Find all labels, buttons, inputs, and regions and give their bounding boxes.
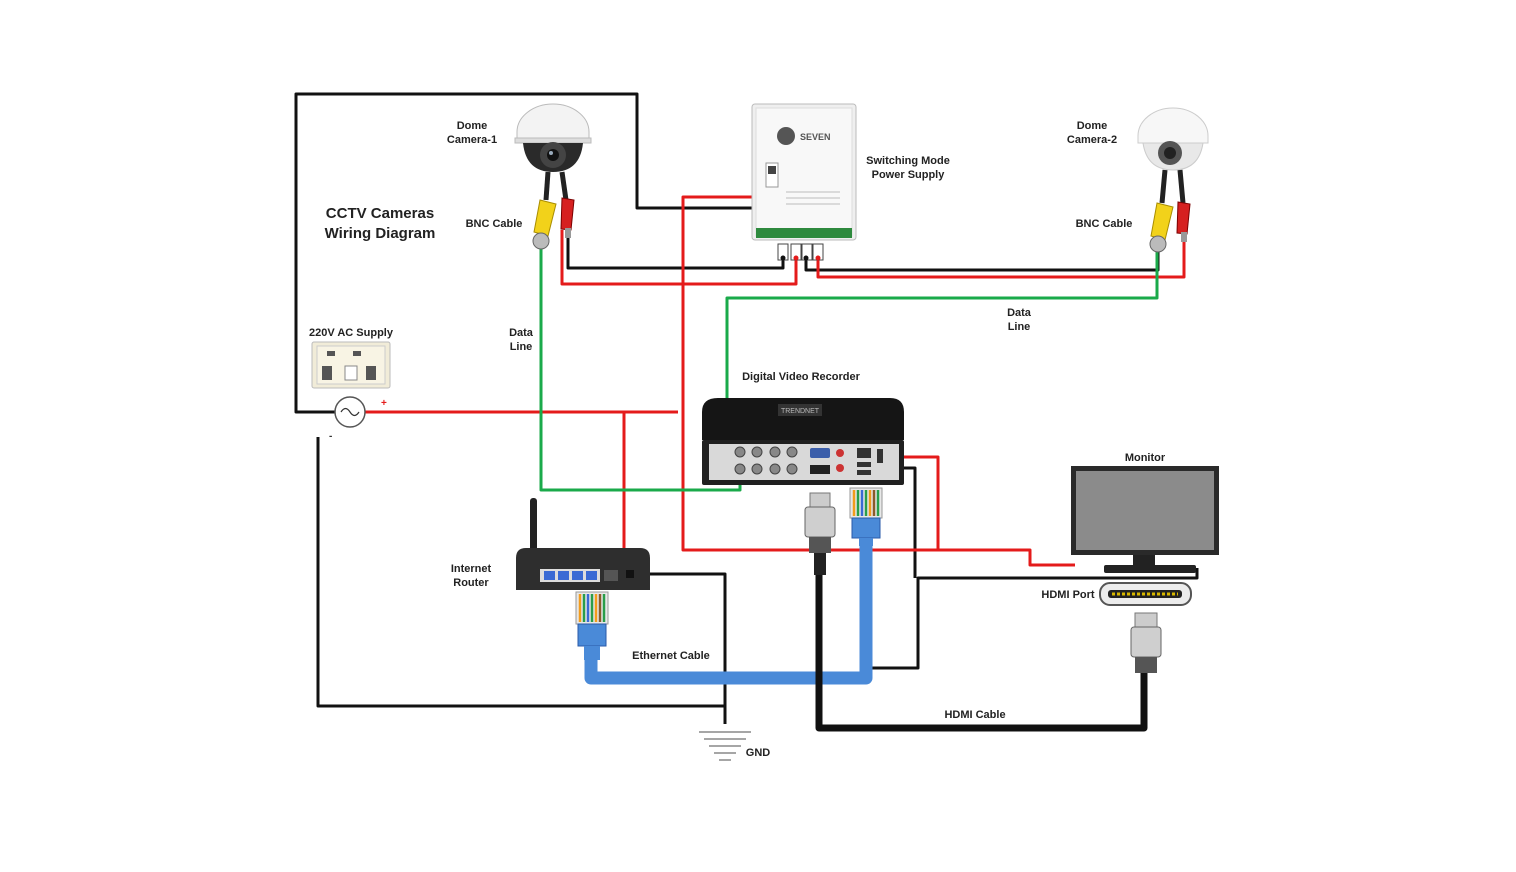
ac-plus-sign: + xyxy=(381,398,387,409)
ethernet-cable xyxy=(584,545,873,685)
bnc-cable-2-label: BNC Cable xyxy=(1075,218,1133,230)
dvr: TRENDNET xyxy=(702,398,904,485)
dome-camera-1-label: Dome Camera-1 xyxy=(446,120,498,146)
monitor-label: Monitor xyxy=(1124,452,1166,464)
wire-monitor-power xyxy=(872,568,1199,670)
wire-ac-to-psu xyxy=(294,92,752,414)
dome-camera-2 xyxy=(1137,107,1209,253)
bnc-cable-1-label: BNC Cable xyxy=(465,218,523,230)
dvr-label: Digital Video Recorder xyxy=(742,371,860,383)
ground-symbol xyxy=(699,731,751,761)
dvr-hdmi-plug xyxy=(804,492,836,575)
power-supply-label: Switching Mode Power Supply xyxy=(866,155,950,181)
router-label: Internet Router xyxy=(450,563,492,589)
dome-camera-1 xyxy=(514,103,592,250)
black-wires xyxy=(294,92,1199,724)
wire-cam2-power-pos xyxy=(816,240,1186,279)
power-supply: SEVEN xyxy=(751,103,857,261)
dvr-brand: TRENDNET xyxy=(781,408,820,415)
hdmi-port-label: HDMI Port xyxy=(1041,589,1095,601)
hdmi-cable xyxy=(815,575,1148,732)
red-wires xyxy=(365,195,1186,572)
gnd-label: GND xyxy=(745,747,771,759)
data-line-2-label: Data Line xyxy=(1007,307,1031,333)
wire-cam1-power-pos xyxy=(560,230,798,286)
monitor-hdmi-plug xyxy=(1130,612,1162,673)
router-rj45-plug xyxy=(575,591,609,660)
ac-minus-sign: - xyxy=(329,431,333,442)
dome-camera-2-label: Dome Camera-2 xyxy=(1066,120,1118,146)
hdmi-port xyxy=(1099,582,1192,606)
hdmi-cable-label: HDMI Cable xyxy=(944,709,1006,721)
data-line-1-label: Data Line xyxy=(509,327,533,353)
wire-cam2-power-neg xyxy=(804,248,1160,272)
ac-supply-label: 220V AC Supply xyxy=(309,327,393,339)
diagram-title: CCTV Cameras Wiring Diagram xyxy=(324,205,436,242)
wall-socket xyxy=(311,341,391,389)
wire-gnd-loop xyxy=(316,437,725,708)
wire-psu-to-monitor xyxy=(681,195,1075,567)
wire-cam1-power-neg xyxy=(566,235,785,270)
psu-brand: SEVEN xyxy=(800,132,831,142)
router xyxy=(516,498,650,590)
ac-source-symbol xyxy=(334,396,366,428)
monitor xyxy=(1071,466,1219,573)
dvr-rj45-plug xyxy=(849,487,883,546)
ethernet-cable-label: Ethernet Cable xyxy=(632,650,710,662)
